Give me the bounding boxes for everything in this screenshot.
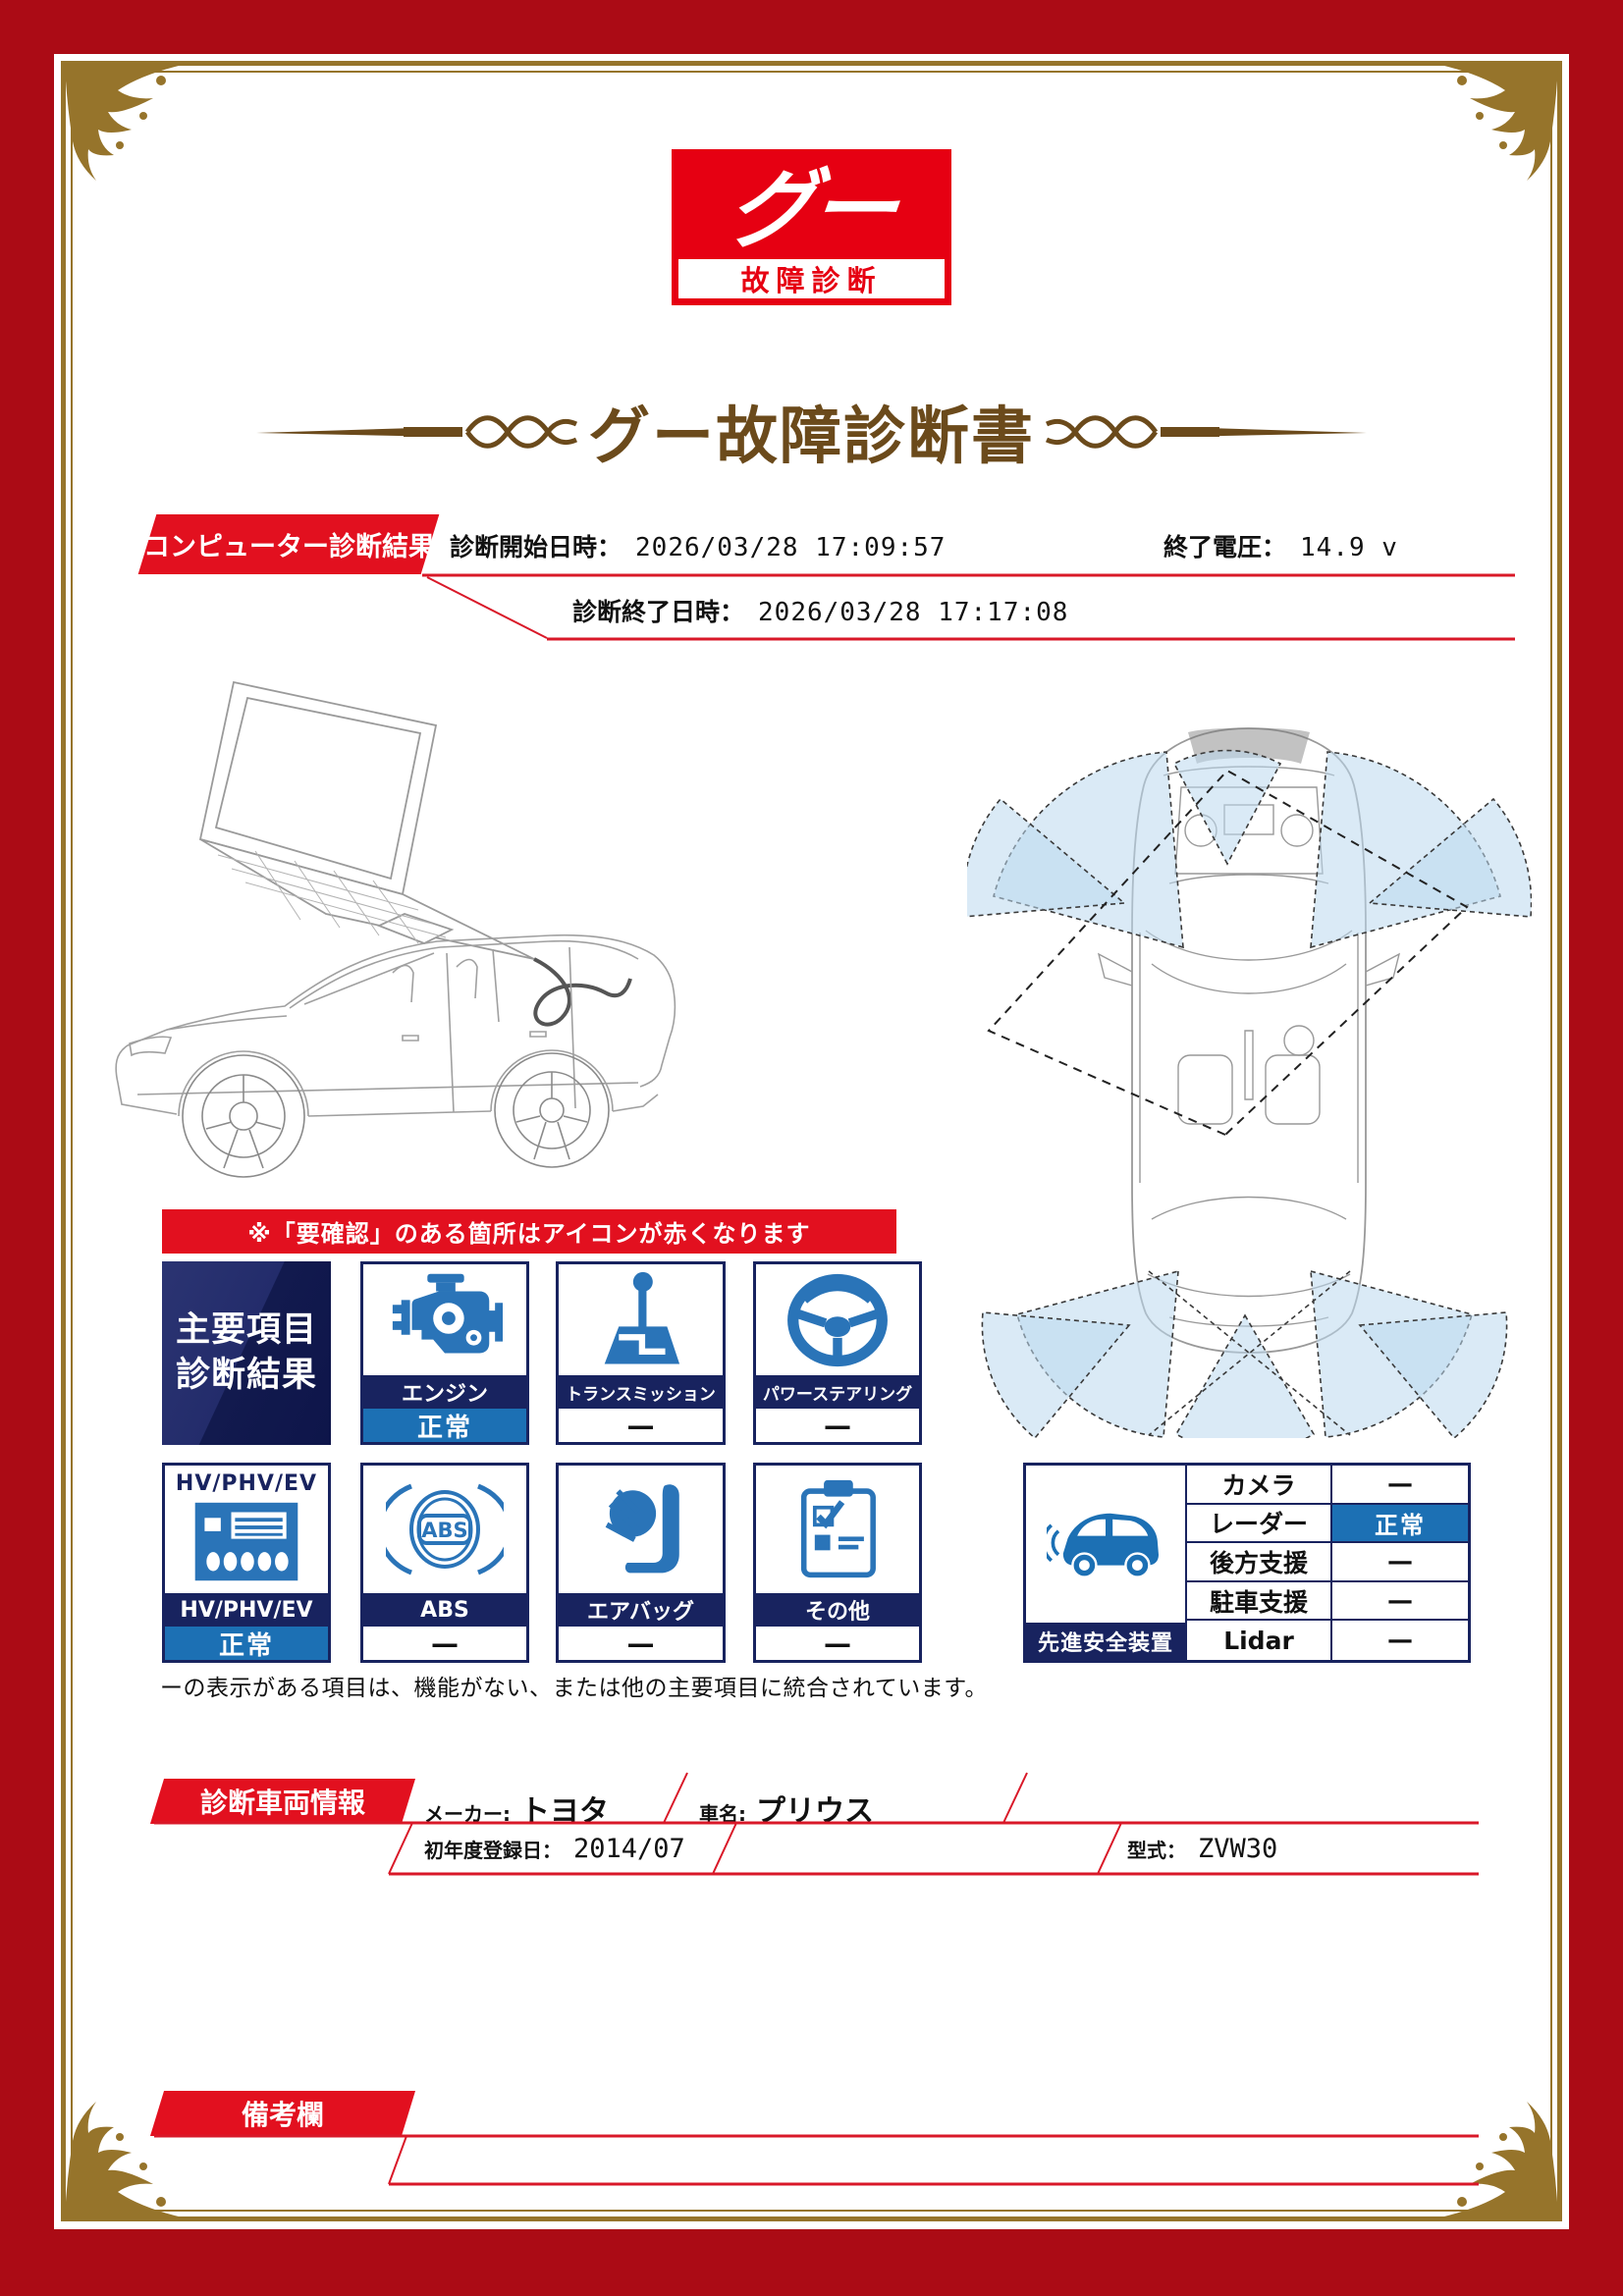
maker-label: メーカー: [424,1802,511,1826]
goo-logo-text: グー [723,158,899,260]
safety-caption: 先進安全装置 [1026,1623,1187,1660]
first-registration-value: 2014/07 [573,1834,685,1864]
result-card-airbag: エアバッグ — [556,1463,726,1663]
goo-logo-subtitle: 故障診断 [678,259,945,298]
card-status: — [756,1627,919,1660]
section-label: 診断車両情報 [199,1787,365,1819]
sensor-coverage-top-view-illustration [967,727,1532,1438]
corner-ornament-icon [1440,2102,1558,2220]
model-code-label: 型式： [1127,1839,1186,1862]
section-label: コンピューター診断結果 [142,532,435,562]
card-status: 正常 [165,1627,328,1661]
title-ornament-left-icon [256,415,578,449]
hv-header-text: HV/PHV/EV [175,1471,318,1496]
card-label: エアバッグ [559,1593,723,1627]
section-vehicle-info-ribbon: 診断車両情報 [149,1779,416,1824]
section-label: 備考欄 [241,2099,324,2131]
safety-row-label: 駐車支援 [1187,1581,1332,1622]
goo-logo: グー 故障診断 [672,149,951,305]
model-code-value: ZVW30 [1198,1834,1278,1864]
result-card-engine: エンジン 正常 [360,1261,529,1445]
first-registration-field: 初年度登録日： 2014/07 [424,1834,685,1864]
abs-icon: ABS [386,1483,504,1575]
title-ornament-right-icon [1045,415,1367,449]
result-card-power-steering: パワーステアリング — [753,1261,922,1445]
laptop-car-diagnostic-illustration [115,680,676,1178]
start-time-value: 2026/03/28 17:09:57 [635,533,947,562]
engine-icon [392,1273,504,1353]
safety-row-label: 後方支援 [1187,1543,1332,1582]
svg-text:ABS: ABS [421,1519,467,1542]
car-name-value: プリウス [756,1794,874,1829]
result-card-hv-phv-ev: HV/PHV/EV HV/PHV/EV 正常 [162,1463,331,1663]
end-time-value: 2026/03/28 17:17:08 [758,598,1069,627]
start-time-label: 診断開始日時： [450,533,622,561]
card-status: — [363,1627,526,1660]
card-label: トランスミッション [559,1375,723,1409]
card-label: パワーステアリング [756,1375,919,1409]
diagnosis-end-row: 診断終了日時： 2026/03/28 17:17:08 [572,593,1068,628]
car-with-waves-icon [1047,1513,1159,1578]
result-card-other: その他 — [753,1463,922,1663]
gold-frame-outer [61,61,1562,2221]
power-steering-icon [787,1273,888,1366]
title-row: グー故障診断書 [0,389,1623,473]
header-line1: 主要項目 [175,1310,317,1350]
gold-frame-inner [71,71,1552,2212]
corner-ornament-icon [65,62,183,181]
main-results-header: 主要項目 診断結果 [162,1261,331,1445]
voltage-value: 14.9 v [1300,533,1398,562]
page-title: グー故障診断書 [588,400,1035,472]
safety-car-cell [1026,1466,1187,1623]
end-time-label: 診断終了日時： [572,598,745,626]
voltage-label: 終了電圧： [1163,533,1287,561]
maker-value: トヨタ [520,1794,609,1829]
corner-ornament-icon [65,2102,183,2220]
grid-footnote: ーの表示がある項目は、機能がない、または他の主要項目に統合されています。 [160,1676,989,1701]
front-camera-fov [987,769,1469,1137]
safety-row-label: レーダー [1187,1504,1332,1544]
transmission-icon [604,1271,679,1364]
card-label: その他 [756,1593,919,1627]
card-status: — [559,1627,723,1660]
section-remarks-ribbon: 備考欄 [149,2091,416,2136]
header-line2: 診断結果 [175,1355,317,1395]
maker-field: メーカー: トヨタ [424,1787,609,1830]
car-name-label: 車名: [699,1802,746,1826]
other-clipboard-icon [800,1479,876,1578]
safety-row-label: カメラ [1187,1466,1332,1505]
airbag-icon [605,1484,679,1574]
card-label: エンジン [363,1375,526,1409]
section-computer-diagnosis-ribbon: コンピューター診断結果 [137,514,440,574]
result-card-transmission: トランスミッション — [556,1261,726,1445]
safety-rows: カメラ — レーダー 正常 後方支援 — 駐車支援 — Lidar — [1187,1466,1468,1660]
red-notice-banner: ※「要確認」のある箇所はアイコンが赤くなります [162,1209,896,1254]
end-voltage-row: 終了電圧： 14.9 v [1163,528,1398,563]
hv-phv-ev-icon [194,1502,298,1581]
card-status: 正常 [363,1409,526,1443]
first-registration-label: 初年度登録日： [424,1839,562,1862]
diagnosis-start-row: 診断開始日時： 2026/03/28 17:09:57 [450,528,946,563]
corner-ornament-icon [1440,62,1558,181]
safety-row-label: Lidar [1187,1621,1332,1660]
result-card-abs: ABS ABS — [360,1463,529,1663]
obd-cable [533,957,632,1027]
safety-row-status: — [1332,1543,1468,1582]
advanced-safety-table: 先進安全装置 カメラ — レーダー 正常 後方支援 — 駐車支援 — Lidar… [1023,1463,1471,1663]
card-label: ABS [363,1593,526,1627]
safety-row-status: 正常 [1332,1504,1468,1544]
car-name-field: 車名: プリウス [699,1787,874,1830]
safety-row-status: — [1332,1582,1468,1622]
safety-row-status: — [1387,1626,1413,1656]
card-label: HV/PHV/EV [165,1593,328,1627]
card-status: — [756,1409,919,1442]
card-status: — [559,1409,723,1442]
model-code-field: 型式： ZVW30 [1127,1834,1277,1864]
safety-row-status: — [1332,1466,1468,1505]
